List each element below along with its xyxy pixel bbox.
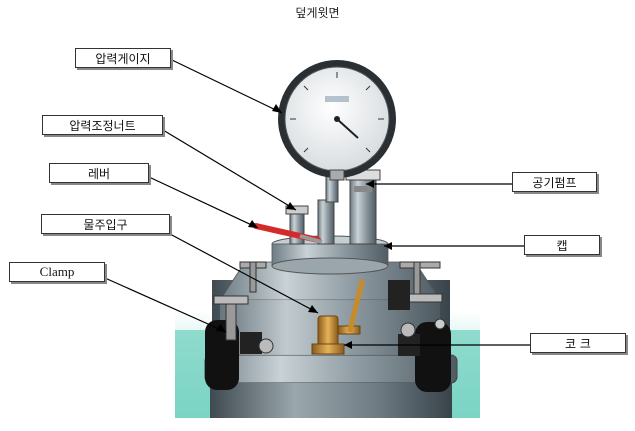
label-pressure-gauge: 압력게이지	[75, 48, 171, 68]
label-cock: 코 크	[530, 333, 626, 353]
cock-valve	[311, 279, 365, 355]
diagram-title: 덮게윗면	[295, 6, 340, 20]
air-pump	[345, 169, 381, 245]
label-air-pump: 공기펌프	[512, 172, 597, 192]
label-water-inlet: 물주입구	[41, 214, 170, 234]
label-clamp: Clamp	[9, 262, 105, 282]
clamp-right	[388, 261, 451, 392]
label-lever: 레버	[49, 163, 149, 183]
label-pressure-adjust-nut: 압력조정너트	[42, 115, 163, 135]
label-cap: 캡	[524, 235, 600, 255]
pressure-gauge	[278, 60, 396, 181]
